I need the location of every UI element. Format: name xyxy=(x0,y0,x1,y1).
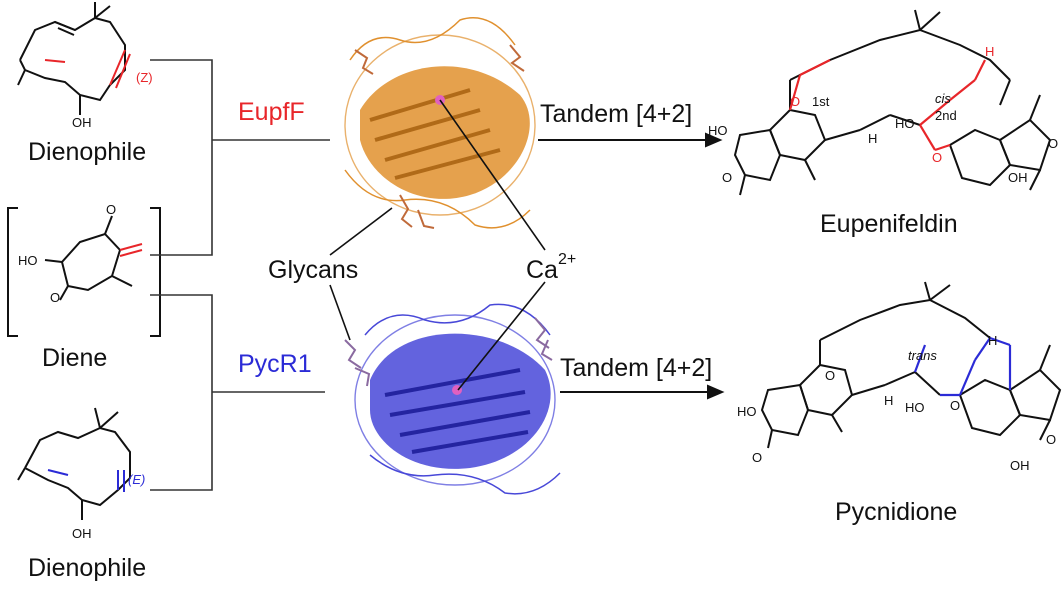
calcium-charge: 2+ xyxy=(558,251,576,268)
pycnidione-o-left: O xyxy=(752,450,762,465)
eupenifeldin-o2: O xyxy=(932,150,942,165)
second-marker: 2nd xyxy=(935,108,957,123)
dienophile-e-oh-label: OH xyxy=(72,526,92,541)
eupenifeldin-red-bonds xyxy=(788,59,986,152)
diene-o-bottom: O xyxy=(50,290,60,305)
pycnidione-h-top: H xyxy=(988,333,997,348)
pycnidione-ho-left: HO xyxy=(737,404,757,419)
connector-bottom xyxy=(150,294,325,491)
pycnidione-oh-right: OH xyxy=(1010,458,1030,473)
dienophile-z-red-bonds xyxy=(44,49,131,89)
pycnidione-h: H xyxy=(884,393,893,408)
e-marker: (E) xyxy=(128,472,145,487)
pycnidione-o2: O xyxy=(950,398,960,413)
eupenifeldin-o-right: O xyxy=(1048,136,1058,151)
protein-pycr1 xyxy=(344,303,561,495)
cis-marker: cis xyxy=(935,91,951,106)
dienophile-e-structure xyxy=(17,407,131,520)
connector-top xyxy=(150,59,330,256)
diene-structure xyxy=(44,215,133,301)
diene-o-top: O xyxy=(106,202,116,217)
eupenifeldin-h: H xyxy=(868,131,877,146)
eupenifeldin-structure xyxy=(733,9,1052,196)
enzyme-pycr1-label: PycR1 xyxy=(238,350,312,378)
protein-eupff xyxy=(344,17,536,229)
trans-marker: trans xyxy=(908,348,937,363)
arrow-top xyxy=(538,132,723,148)
reaction-bottom-label: Tandem [4+2] xyxy=(560,354,712,382)
enzyme-eupff-label: EupfF xyxy=(238,98,305,126)
pycnidione-o1: O xyxy=(825,368,835,383)
pycnidione-label: Pycnidione xyxy=(835,498,957,526)
diene-ho-label: HO xyxy=(18,253,38,268)
eupenifeldin-o1: O xyxy=(790,94,800,109)
pointer-lines xyxy=(329,99,546,391)
glycans-label: Glycans xyxy=(268,256,358,284)
reaction-top-label: Tandem [4+2] xyxy=(540,100,692,128)
eupenifeldin-ho-mid: HO xyxy=(895,116,915,131)
eupenifeldin-oh-right: OH xyxy=(1008,170,1028,185)
diene-brackets xyxy=(7,207,161,337)
eupenifeldin-ho-left: HO xyxy=(708,123,728,138)
diene-label: Diene xyxy=(42,344,107,372)
z-marker: (Z) xyxy=(136,70,153,85)
eupenifeldin-o-left: O xyxy=(722,170,732,185)
dienophile-z-oh-label: OH xyxy=(72,115,92,130)
pycnidione-blue-bonds xyxy=(913,336,1012,397)
dienophile-e-blue-bonds xyxy=(47,469,125,492)
eupenifeldin-h-red: H xyxy=(985,44,994,59)
arrow-bottom xyxy=(560,384,725,400)
pycnidione-ho-mid: HO xyxy=(905,400,925,415)
calcium-label: Ca xyxy=(526,256,558,284)
eupenifeldin-label: Eupenifeldin xyxy=(820,210,958,238)
pycnidione-o-right: O xyxy=(1046,432,1056,447)
pycnidione-structure xyxy=(760,281,1062,449)
first-marker: 1st xyxy=(812,94,830,109)
dienophile-bottom-label: Dienophile xyxy=(28,554,146,582)
dienophile-top-label: Dienophile xyxy=(28,138,146,166)
diene-exo-methylene xyxy=(119,243,143,257)
dienophile-z-structure xyxy=(17,2,126,115)
